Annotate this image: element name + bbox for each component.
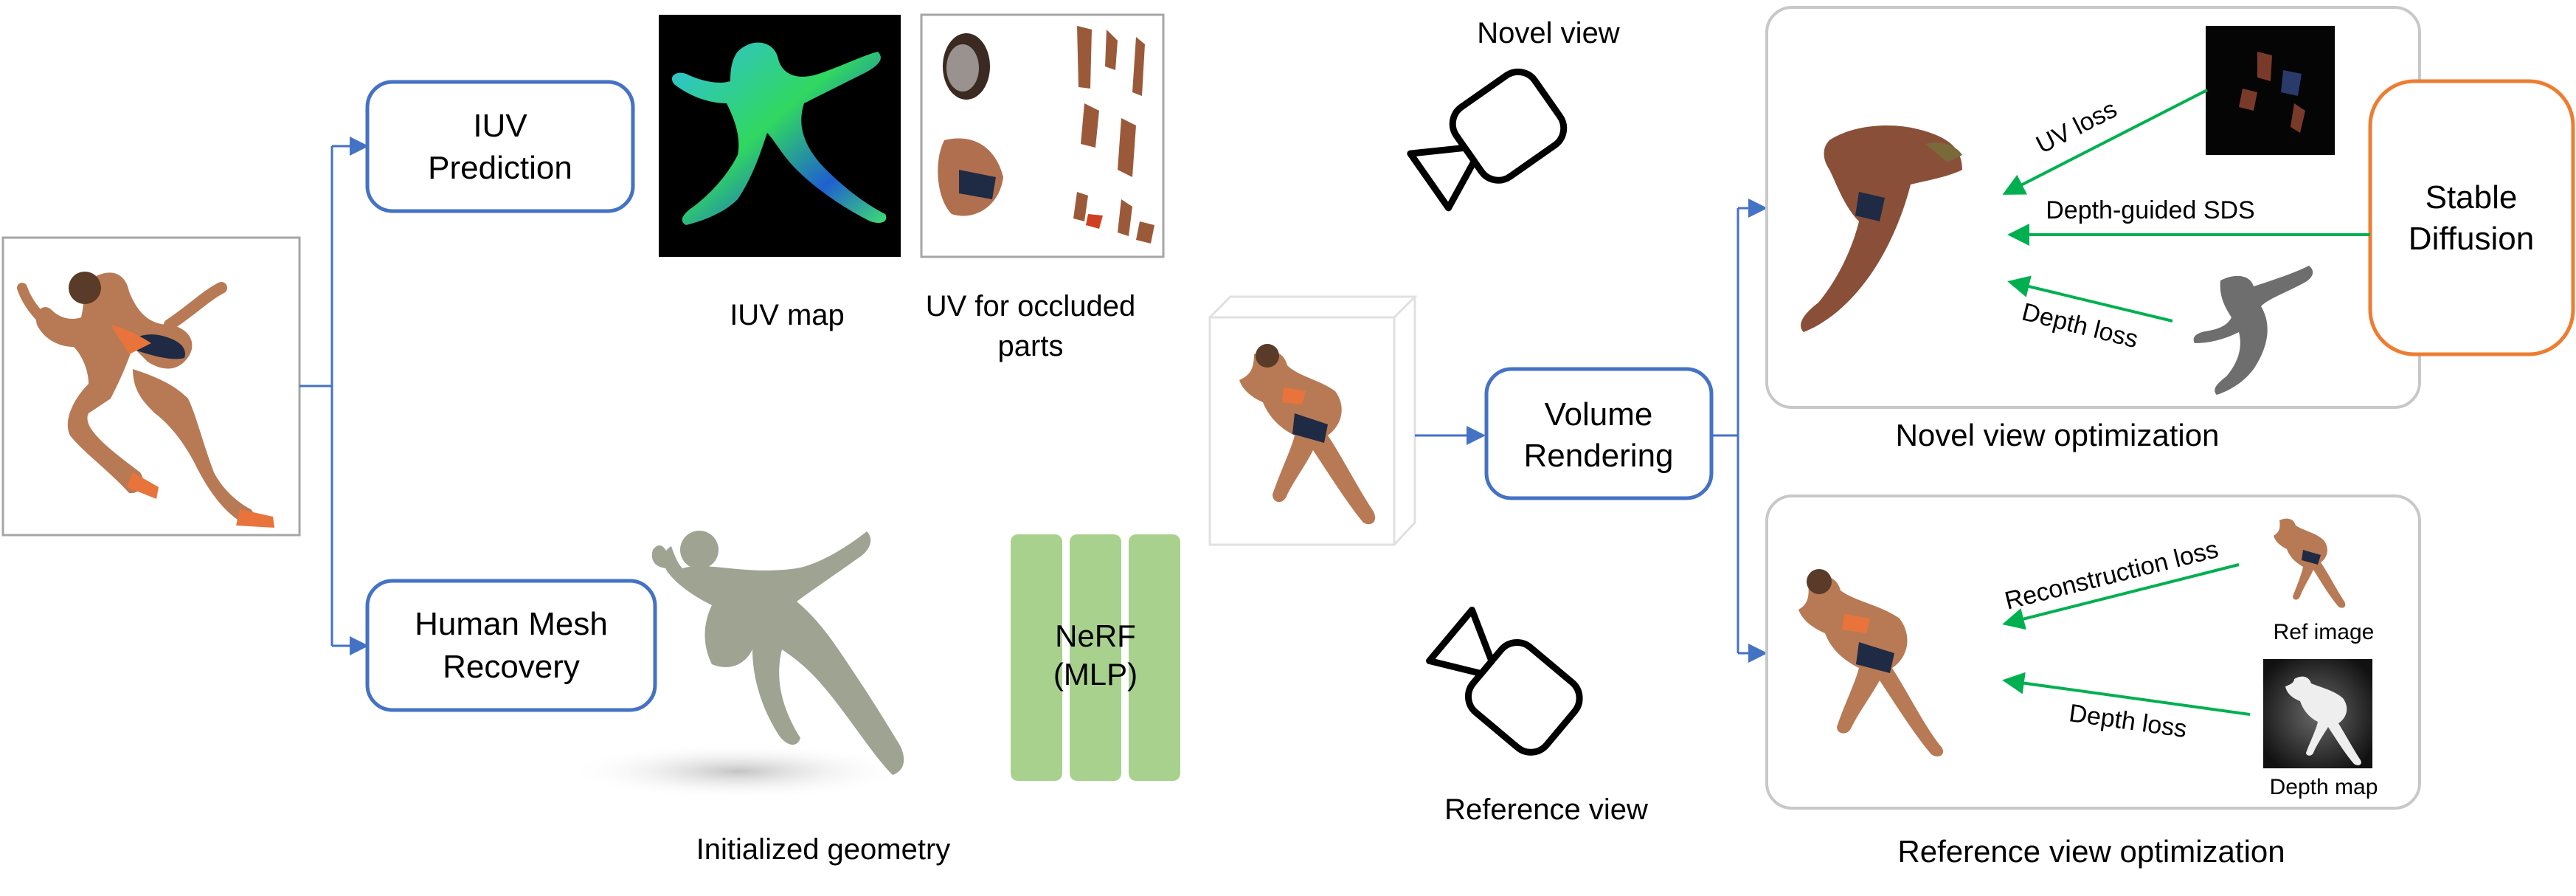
volume-rendering-box: Volume Rendering (1484, 367, 1714, 500)
volume-rendering-line-1: Volume (1545, 396, 1653, 433)
uv-occluded-image (920, 13, 1165, 258)
human-mesh-line-2: Recovery (443, 649, 580, 685)
reference-view-camera-icon (1426, 606, 1583, 756)
novel-view-optimization-panel: Stable Diffusion UV loss Depth-guided SD… (1765, 6, 2575, 409)
runner-figure-icon (17, 272, 274, 528)
depth-guided-sds-label: Depth-guided SDS (2046, 196, 2255, 224)
gray-mesh-figure-icon (651, 531, 904, 775)
nerf-label-line-1: NeRF (1055, 618, 1136, 653)
reference-view-optimization-label: Reference view optimization (1897, 834, 2285, 869)
nerf-mlp-block: NeRF (MLP) (1011, 534, 1180, 781)
uv-loss-arrow (2002, 89, 2208, 195)
novel-view-label: Novel view (1477, 17, 1620, 49)
depth-loss-novel-arrow (2007, 275, 2173, 323)
initialized-geometry-label: Initialized geometry (696, 833, 951, 866)
iuv-prediction-box: IUV Prediction (365, 80, 635, 213)
depth-loss-ref-arrow (2002, 672, 2251, 716)
volume-rendering-line-2: Rendering (1523, 438, 1673, 474)
nerf-layer-3 (1129, 534, 1180, 781)
human-mesh-recovery-box: Human Mesh Recovery (365, 579, 657, 712)
depth-map-label: Depth map (2270, 775, 2378, 799)
iuv-map-image (659, 15, 901, 257)
nerf-label-line-2: (MLP) (1053, 657, 1138, 692)
uv-occluded-label-line-1: UV for occluded (926, 290, 1136, 323)
ref-image-thumbnail (2274, 518, 2346, 608)
novel-view-optimization-label: Novel view optimization (1896, 418, 2220, 452)
rendering-connectors (1711, 199, 1767, 663)
iuv-body-silhouette-icon (671, 42, 887, 225)
render-volume-cube (1208, 295, 1418, 546)
reference-view-optimization-panel: Ref image Depth map Reconstruction loss … (1765, 494, 2421, 810)
human-mesh-line-1: Human Mesh (415, 606, 608, 642)
novel-view-camera-icon (1407, 68, 1568, 212)
cube-runner-icon (1239, 344, 1376, 525)
iuv-prediction-line-1: IUV (473, 108, 527, 144)
uv-occluded-label-line-2: parts (998, 330, 1064, 362)
nerf-layer-2 (1070, 534, 1121, 781)
stable-diffusion-line-2: Diffusion (2409, 221, 2534, 257)
stable-diffusion-box: Stable Diffusion (2368, 79, 2575, 356)
depth-map-thumbnail (2263, 659, 2372, 768)
uv-thumbnail (2206, 26, 2335, 155)
iuv-map-label: IUV map (730, 299, 845, 331)
novel-depth-silhouette-icon (2193, 266, 2313, 395)
input-connectors (300, 137, 369, 655)
stable-diffusion-line-1: Stable (2426, 179, 2518, 216)
ref-image-label: Ref image (2274, 620, 2375, 644)
uv-fragments-icon (938, 26, 1154, 244)
reconstruction-loss-arrow (2002, 563, 2240, 630)
nerf-layer-1 (1011, 534, 1062, 781)
reference-view-label: Reference view (1444, 793, 1648, 826)
initialized-geometry-mesh (568, 531, 907, 799)
input-image (1, 236, 301, 537)
reference-render-figure-icon (1798, 569, 1944, 757)
iuv-prediction-line-2: Prediction (428, 150, 572, 186)
novel-render-figure-icon (1801, 125, 1962, 332)
